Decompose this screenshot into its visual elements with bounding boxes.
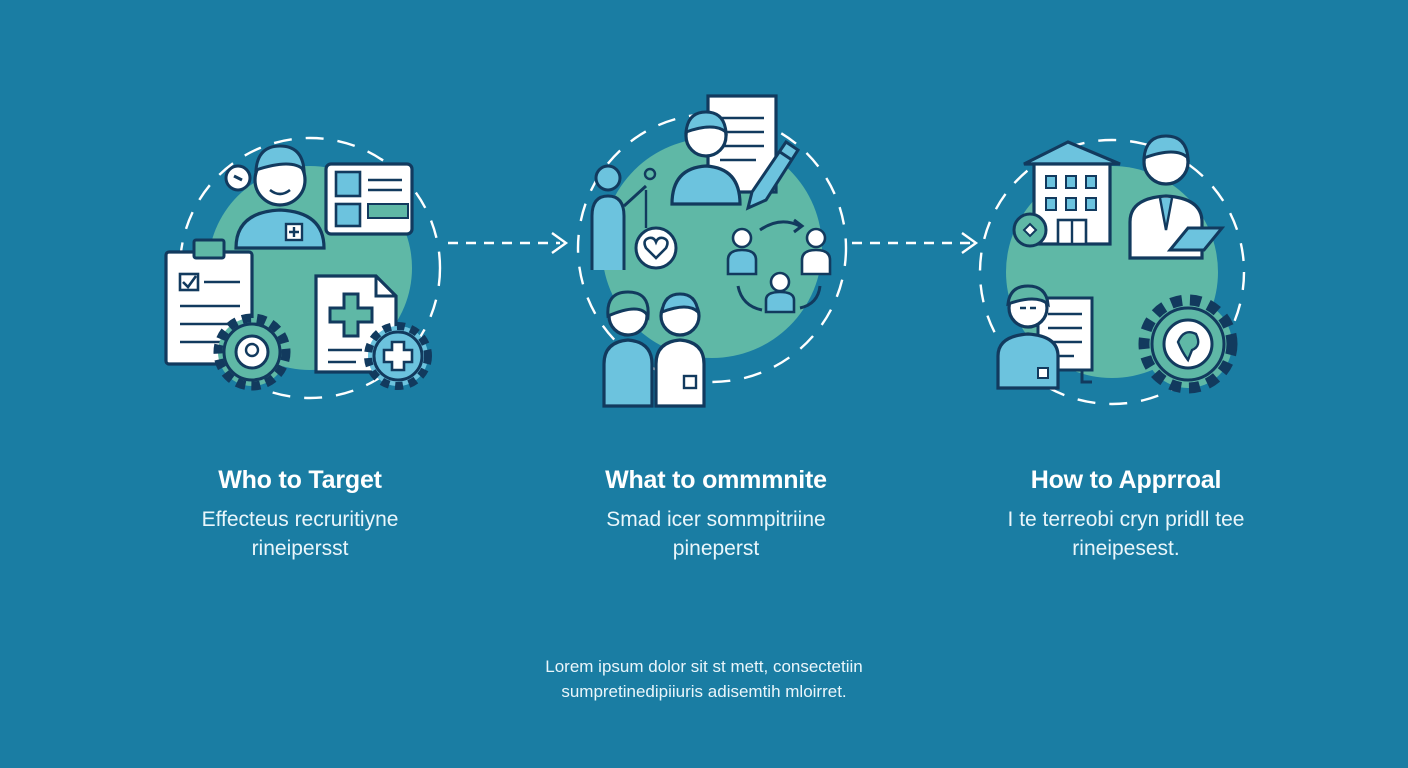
heart-icon: [634, 226, 678, 270]
step-description: Smad icer sommpitriine pineperst: [516, 505, 916, 563]
chat-bubble-icon: [224, 164, 252, 192]
patient-avatar-icon: [996, 284, 1060, 390]
step-title: What to ommmnite: [605, 466, 827, 494]
hospital-icon: [1023, 140, 1121, 246]
step-title: Who to Target: [218, 466, 382, 494]
step-description-line: Effecteus recruritiyne: [201, 508, 399, 531]
step-description-line: rineipesest.: [1072, 537, 1180, 560]
network-icon: [726, 218, 832, 314]
team-icon: [602, 290, 706, 408]
step-what-to-communicate: What to ommmnite Smad icer sommpitriine …: [516, 0, 916, 600]
badge-icon: [1012, 212, 1048, 248]
step-1-illustration: [164, 136, 442, 400]
step-3-illustration: [978, 134, 1246, 406]
medical-gear-icon: [364, 322, 432, 390]
step-title: How to Apprroal: [1030, 466, 1222, 494]
footer-line: Lorem ipsum dolor sit st mett, consectet…: [545, 657, 863, 676]
step-description: I te terreobi cryn pridll tee rineipeses…: [926, 505, 1326, 563]
step-description: Effecteus recruritiyne rineipersst: [100, 505, 500, 563]
step-2-illustration: [576, 94, 848, 408]
presenter-icon: [590, 164, 657, 270]
footer-text: Lorem ipsum dolor sit st mett, consectet…: [404, 654, 1004, 704]
step-description-line: I te terreobi cryn pridll tee: [1007, 508, 1245, 531]
step-who-to-target: Who to Target Effecteus recruritiyne rin…: [100, 0, 500, 600]
dashed-arrow-icon: [852, 232, 979, 254]
dashed-ring: [178, 136, 442, 400]
dashed-arrow-icon: [448, 232, 569, 254]
doctor-avatar-icon: [234, 144, 326, 250]
step-description-line: rineipersst: [251, 537, 349, 560]
footer-line: sumpretinedipiiuris adisemtih mloirret.: [561, 682, 847, 701]
pen-icon: [745, 139, 801, 211]
step-how-to-approach: How to Apprroal I te terreobi cryn pridl…: [926, 0, 1326, 600]
gear-icon: [1138, 294, 1238, 394]
dashed-ring: [576, 112, 848, 384]
gear-icon: [213, 313, 291, 391]
doctor-laptop-icon: [1128, 134, 1226, 260]
step-description-line: pineperst: [672, 537, 760, 560]
id-card-icon: [324, 162, 414, 236]
dashed-ring: [978, 138, 1246, 406]
step-description-line: Smad icer sommpitriine: [606, 508, 826, 531]
expert-avatar-icon: [670, 110, 742, 206]
